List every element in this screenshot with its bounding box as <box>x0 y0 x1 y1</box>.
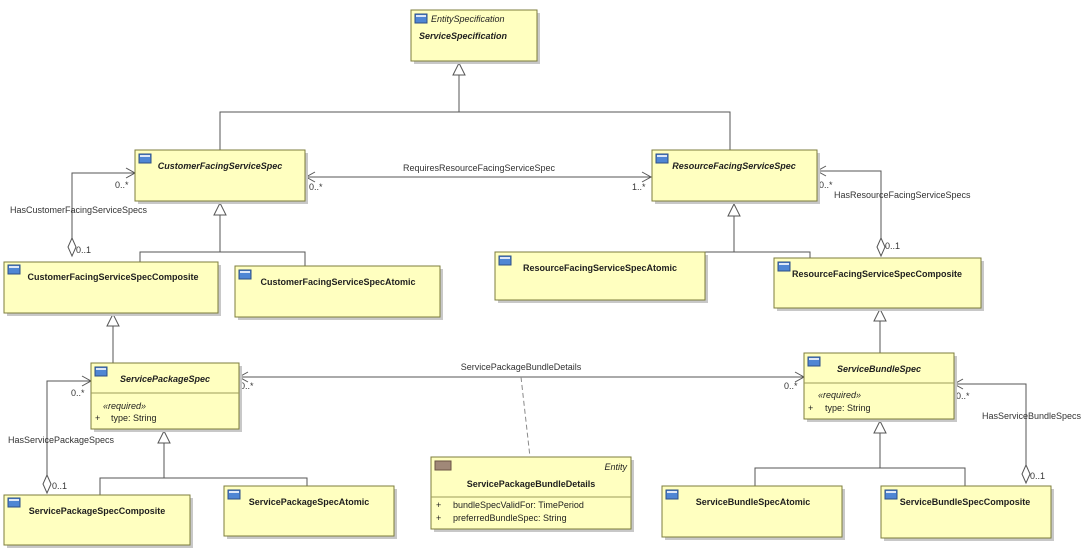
class-service-package-spec[interactable]: ServicePackageSpec «required» + type: St… <box>90 362 242 432</box>
class-name: CustomerFacingServiceSpec <box>158 161 283 171</box>
generalization-arrowhead <box>873 307 887 322</box>
attribute: type: String <box>111 413 157 423</box>
association-has-bundle[interactable] <box>954 383 1027 465</box>
class-stereotype: EntitySpecification <box>431 14 505 24</box>
class-icon <box>655 153 669 164</box>
generalization-arrowhead <box>873 419 887 434</box>
generalization-service-specification[interactable] <box>219 111 731 150</box>
class-name: ServicePackageBundleDetails <box>467 479 596 489</box>
class-icon <box>7 264 21 275</box>
aggregation-diamond <box>42 473 52 495</box>
association-has-rfs[interactable] <box>817 170 882 238</box>
class-service-bundle-spec[interactable]: ServiceBundleSpec «required» + type: Str… <box>803 352 957 422</box>
class-icon <box>7 497 21 508</box>
attribute-visibility: + <box>95 413 100 423</box>
association-label: HasCustomerFacingServiceSpecs <box>10 205 148 215</box>
class-icon <box>138 153 152 164</box>
class-stereotype: Entity <box>604 462 627 472</box>
class-name: ResourceFacingServiceSpecAtomic <box>523 263 677 273</box>
multiplicity-label: 0..1 <box>76 245 91 255</box>
class-name: ServiceBundleSpecComposite <box>900 497 1031 507</box>
arrowhead-open <box>641 171 653 183</box>
generalization-arrowhead <box>452 61 466 76</box>
class-name: ServiceBundleSpecAtomic <box>696 497 811 507</box>
association-label: HasResourceFacingServiceSpecs <box>834 190 971 200</box>
multiplicity-label: 0..* <box>784 381 798 391</box>
association-label: HasServicePackageSpecs <box>8 435 115 445</box>
class-icon <box>238 269 252 280</box>
class-icon <box>94 366 108 377</box>
multiplicity-label: 0..1 <box>1030 471 1045 481</box>
class-name: CustomerFacingServiceSpecComposite <box>27 272 198 282</box>
class-icon <box>498 255 512 266</box>
class-service-package-spec-atomic[interactable]: ServicePackageSpecAtomic <box>223 485 397 539</box>
class-service-bundle-spec-atomic[interactable]: ServiceBundleSpecAtomic <box>661 485 845 540</box>
generalization-arrowhead <box>106 312 120 327</box>
multiplicity-label: 1..* <box>632 182 646 192</box>
class-resource-facing-service-spec[interactable]: ResourceFacingServiceSpec <box>651 149 820 204</box>
association-class-link <box>520 376 531 458</box>
generalization-arrowhead <box>213 201 227 216</box>
class-service-specification[interactable]: EntitySpecification ServiceSpecification <box>410 9 540 64</box>
aggregation-diamond <box>67 236 77 258</box>
generalization-package-children[interactable] <box>99 477 308 495</box>
multiplicity-label: 0..* <box>71 388 85 398</box>
class-customer-facing-service-spec[interactable]: CustomerFacingServiceSpec <box>134 149 308 204</box>
multiplicity-label: 0..* <box>309 182 323 192</box>
class-name: ServiceSpecification <box>419 31 508 41</box>
class-name: ServicePackageSpecComposite <box>29 506 166 516</box>
class-service-package-spec-composite[interactable]: ServicePackageSpecComposite <box>3 494 193 548</box>
connector-labels: RequiresResourceFacingServiceSpec 0..* 1… <box>8 163 1082 491</box>
association-has-cfs[interactable] <box>71 172 135 238</box>
class-icon <box>884 489 898 500</box>
generalization-arrowhead <box>727 202 741 217</box>
attribute-stereotype: «required» <box>103 401 146 411</box>
class-service-bundle-spec-composite[interactable]: ServiceBundleSpecComposite <box>880 485 1054 541</box>
class-icon <box>807 356 821 367</box>
class-icon <box>777 261 791 272</box>
class-cfs-composite[interactable]: CustomerFacingServiceSpecComposite <box>3 261 221 316</box>
multiplicity-label: 0..* <box>956 391 970 401</box>
attribute: type: String <box>825 403 871 413</box>
generalization-cfs[interactable] <box>139 251 306 266</box>
multiplicity-label: 0..* <box>819 180 833 190</box>
class-icon <box>227 489 241 500</box>
class-rfs-atomic[interactable]: ResourceFacingServiceSpecAtomic <box>494 251 708 303</box>
generalization-bundle-children[interactable] <box>754 467 966 486</box>
attribute-visibility: + <box>808 403 813 413</box>
entity-icon <box>434 460 452 471</box>
class-name: ServicePackageSpecAtomic <box>249 497 370 507</box>
aggregation-diamond <box>1021 463 1031 485</box>
association-label: RequiresResourceFacingServiceSpec <box>403 163 556 173</box>
class-rfs-composite[interactable]: ResourceFacingServiceSpecComposite <box>773 257 984 311</box>
class-name: ResourceFacingServiceSpec <box>672 161 796 171</box>
generalization-arrowhead <box>157 429 171 444</box>
multiplicity-label: 0..* <box>115 180 129 190</box>
class-cfs-atomic[interactable]: CustomerFacingServiceSpecAtomic <box>234 265 443 320</box>
attribute-stereotype: «required» <box>818 390 861 400</box>
class-icon <box>665 489 679 500</box>
class-service-package-bundle-details[interactable]: Entity ServicePackageBundleDetails + bun… <box>430 456 634 532</box>
association-label: HasServiceBundleSpecs <box>982 411 1082 421</box>
class-name: ServiceBundleSpec <box>837 364 921 374</box>
class-name: ResourceFacingServiceSpecComposite <box>792 269 962 279</box>
multiplicity-label: 0..1 <box>52 481 67 491</box>
attribute-visibility: + <box>436 513 441 523</box>
class-name: ServicePackageSpec <box>120 374 210 384</box>
aggregation-diamond <box>876 236 886 258</box>
class-icon <box>414 13 428 24</box>
association-has-package[interactable] <box>46 380 91 475</box>
class-name: CustomerFacingServiceSpecAtomic <box>260 277 415 287</box>
connectors <box>42 61 1031 495</box>
multiplicity-label: 0..* <box>240 381 254 391</box>
generalization-rfs[interactable] <box>705 251 811 258</box>
multiplicity-label: 0..1 <box>885 241 900 251</box>
attribute-visibility: + <box>436 500 441 510</box>
association-label: ServicePackageBundleDetails <box>461 362 582 372</box>
attribute: preferredBundleSpec: String <box>453 513 567 523</box>
attribute: bundleSpecValidFor: TimePeriod <box>453 500 584 510</box>
